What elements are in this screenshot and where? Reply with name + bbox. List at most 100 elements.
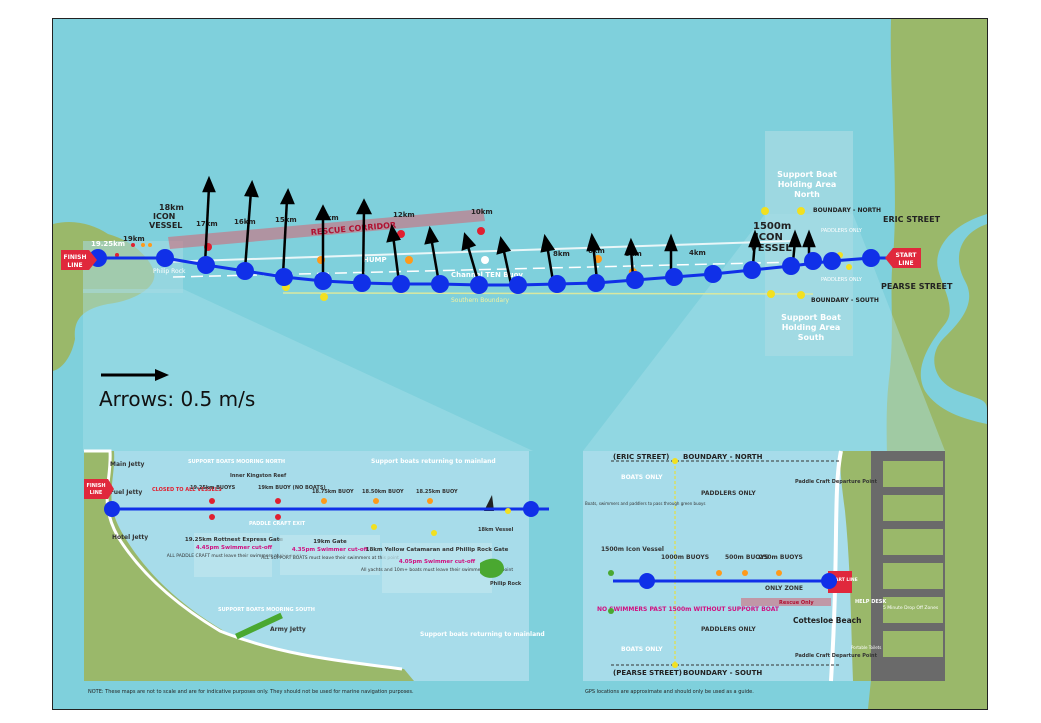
returning-bottom-label: Support boats returning to mainland (420, 631, 545, 638)
paddlers-only-bottom: PADDLERS ONLY (701, 626, 756, 633)
army-jetty-label: Army Jetty (270, 626, 306, 633)
current-arrow (355, 198, 373, 283)
current-arrow (314, 204, 332, 280)
support-north-label: SUPPORT BOATS MOORING NORTH (188, 459, 285, 465)
svg-text:LINE: LINE (90, 490, 103, 496)
boundary-south-inset: BOUNDARY - SOUTH (683, 669, 762, 677)
pearse-street-label: PEARSE STREET (881, 282, 953, 291)
icon-vessel-label-3: VESSEL (149, 221, 182, 230)
dropoff-label: 5 Minute Drop Off Zones (883, 605, 939, 611)
buoy (477, 227, 485, 235)
route-point (704, 265, 722, 283)
distance-label: 12km (393, 211, 415, 219)
buoy-label: 19.25km BUOYS (190, 485, 236, 491)
icon-vessel-east-label-2: ICON (755, 232, 783, 243)
philip-rock-label: Philip Rock (153, 268, 186, 275)
buoy-label: 19km BUOY (NO BOATS) (258, 485, 326, 491)
route-points (89, 249, 880, 294)
right-inset: (ERIC STREET) (PEARSE STREET) BOUNDARY -… (583, 450, 945, 682)
buoy-label: 18.75km BUOY (312, 489, 354, 495)
distance-label: 8km (553, 250, 570, 258)
route-point (823, 252, 841, 270)
race-map: RESCUE CORRIDOR Southern Boundary HUMP C… (53, 19, 987, 709)
boundary-south-label: BOUNDARY - SOUTH (811, 297, 879, 304)
paddlers-only-top: PADDLERS ONLY (701, 490, 756, 497)
route-point (314, 272, 332, 290)
route-point (548, 275, 566, 293)
toilets-label: Portable Toilets (851, 645, 881, 650)
gate1-time: 4.45pm Swimmer cut-off (196, 545, 273, 551)
boats-only-bottom: BOATS ONLY (621, 646, 663, 653)
boats-only-top: BOATS ONLY (621, 474, 663, 481)
route-point (782, 257, 800, 275)
current-arrow (748, 229, 762, 266)
south-holding-title-3: South (798, 333, 825, 342)
route-point (197, 256, 215, 274)
buoy (797, 291, 805, 299)
hotel-jetty-label: Hotel Jetty (112, 534, 148, 541)
closed-label: CLOSED TO ALL VESSELS (152, 487, 222, 493)
zoom-wedge-right (583, 214, 945, 451)
paddle-exit-label: PADDLE CRAFT EXIT (249, 521, 306, 527)
route-point (587, 274, 605, 292)
current-arrow (540, 233, 556, 282)
support-south-label: SUPPORT BOATS MOORING SOUTH (218, 607, 315, 613)
route-point (431, 275, 449, 293)
route-point (156, 249, 174, 267)
icon-vessel-east-label-3: VESSEL (750, 243, 792, 254)
buoy (761, 207, 769, 215)
legend-label: Arrows: 0.5 m/s (99, 387, 255, 411)
current-arrow (664, 233, 678, 273)
route-point (509, 276, 527, 294)
icon-vessel-east-label: 1500m (753, 221, 791, 232)
route-point (743, 261, 761, 279)
buoy (846, 264, 852, 270)
main-jetty-label: Main Jetty (110, 461, 144, 468)
buoy (767, 290, 775, 298)
south-holding-title-2: Holding Area (782, 323, 841, 332)
finish-flag: FINISH LINE (61, 250, 97, 270)
gate2-time: 4.35pm Swimmer cut-off (292, 547, 369, 553)
corridor-line-center (172, 261, 799, 278)
svg-text:LINE: LINE (67, 262, 82, 269)
southern-boundary-label: Southern Boundary (451, 297, 510, 304)
gate3-time: 4.05pm Swimmer cut-off (399, 559, 476, 565)
distance-label: 6km (588, 247, 605, 255)
no-swimmers-label: NO SWIMMERS PAST 1500m WITHOUT SUPPORT B… (597, 606, 780, 613)
distance-label: 19km (123, 235, 145, 243)
current-arrow (386, 223, 401, 283)
river (920, 214, 987, 424)
svg-text:LINE: LINE (898, 260, 913, 267)
paddle-craft-north: Paddle Craft Departure Point (795, 479, 878, 485)
paddle-craft-south: Paddle Craft Departure Point (795, 653, 878, 659)
buoy (320, 293, 328, 301)
current-arrow (586, 232, 601, 281)
north-holding-title-2: Holding Area (778, 180, 837, 189)
route-point (626, 271, 644, 289)
paddlers-only-label: PADDLERS ONLY (821, 228, 863, 234)
boundary-north-inset: BOUNDARY - NORTH (683, 453, 763, 461)
map-frame: RESCUE CORRIDOR Southern Boundary HUMP C… (52, 18, 988, 710)
dist-250: 250m BUOYS (759, 554, 803, 561)
eric-street-label: ERIC STREET (883, 215, 941, 224)
channel-buoy-label: Channel TEN Buoy (451, 271, 523, 279)
pearse-street-inset: (PEARSE STREET) (613, 669, 682, 677)
buoy (131, 243, 135, 247)
route-point (804, 252, 822, 270)
eric-street-inset: (ERIC STREET) (613, 453, 669, 461)
gate1-note: ALL PADDLE CRAFT must leave their swimme… (167, 553, 302, 559)
buoy (397, 230, 405, 238)
legend: Arrows: 0.5 m/s (99, 369, 255, 411)
current-arrow (202, 175, 216, 265)
current-arrows (202, 175, 816, 285)
gate3-title: 18km Yellow Catamaran and Phillip Rock G… (366, 547, 509, 553)
route-point (236, 262, 254, 280)
rescue-only: Rescue Only (779, 600, 814, 606)
start-line-inset: START LINE (829, 577, 858, 583)
buoy-label: 18km Vessel (478, 527, 514, 533)
svg-text:FINISH: FINISH (86, 483, 105, 489)
buoy (481, 256, 489, 264)
north-holding-title: Support Boat (777, 170, 837, 179)
route-point (862, 249, 880, 267)
route-point (470, 276, 488, 294)
